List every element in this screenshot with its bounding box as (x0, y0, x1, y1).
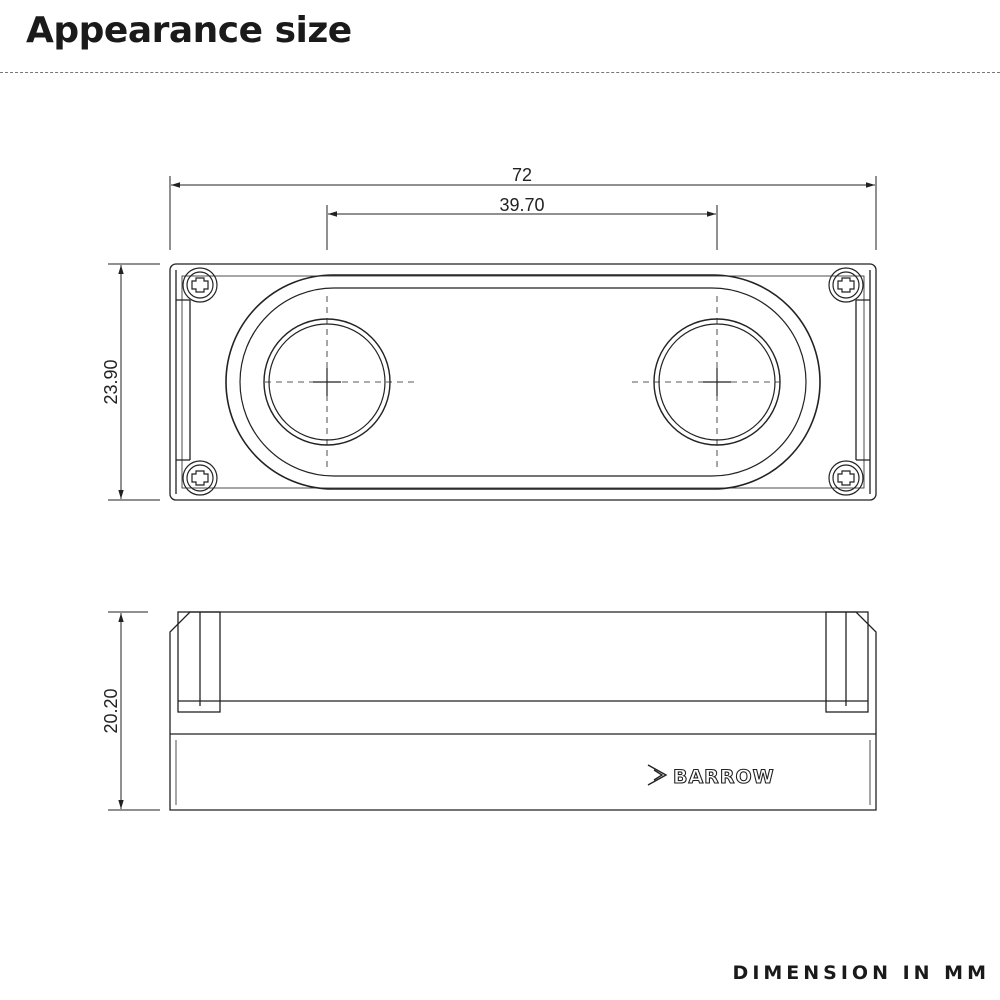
screw-icon (828, 460, 864, 496)
left-port (263, 296, 415, 470)
screw-icon (182, 460, 218, 496)
dimension-label-top-height: 23.90 (101, 359, 121, 404)
top-view (169, 263, 877, 501)
screw-icon (828, 267, 864, 303)
dimension-overall-width: 72 (169, 165, 877, 250)
side-view (169, 611, 877, 811)
dimension-port-spacing: 39.70 (326, 195, 718, 250)
page-title: Appearance size (26, 10, 352, 51)
title-divider (0, 72, 1000, 73)
dimension-label-side-height: 20.20 (101, 688, 121, 733)
right-port (632, 296, 781, 470)
dimension-label-port-spacing: 39.70 (499, 195, 544, 215)
dimension-unit-note: DIMENSION IN MM (732, 962, 990, 984)
barrow-logo: BARROW (647, 764, 775, 789)
dimension-top-height: 23.90 (101, 263, 160, 501)
dimension-label-overall-width: 72 (512, 165, 532, 185)
dimension-side-height: 20.20 (101, 611, 160, 811)
svg-text:BARROW: BARROW (673, 766, 775, 788)
screw-icon (182, 267, 218, 303)
